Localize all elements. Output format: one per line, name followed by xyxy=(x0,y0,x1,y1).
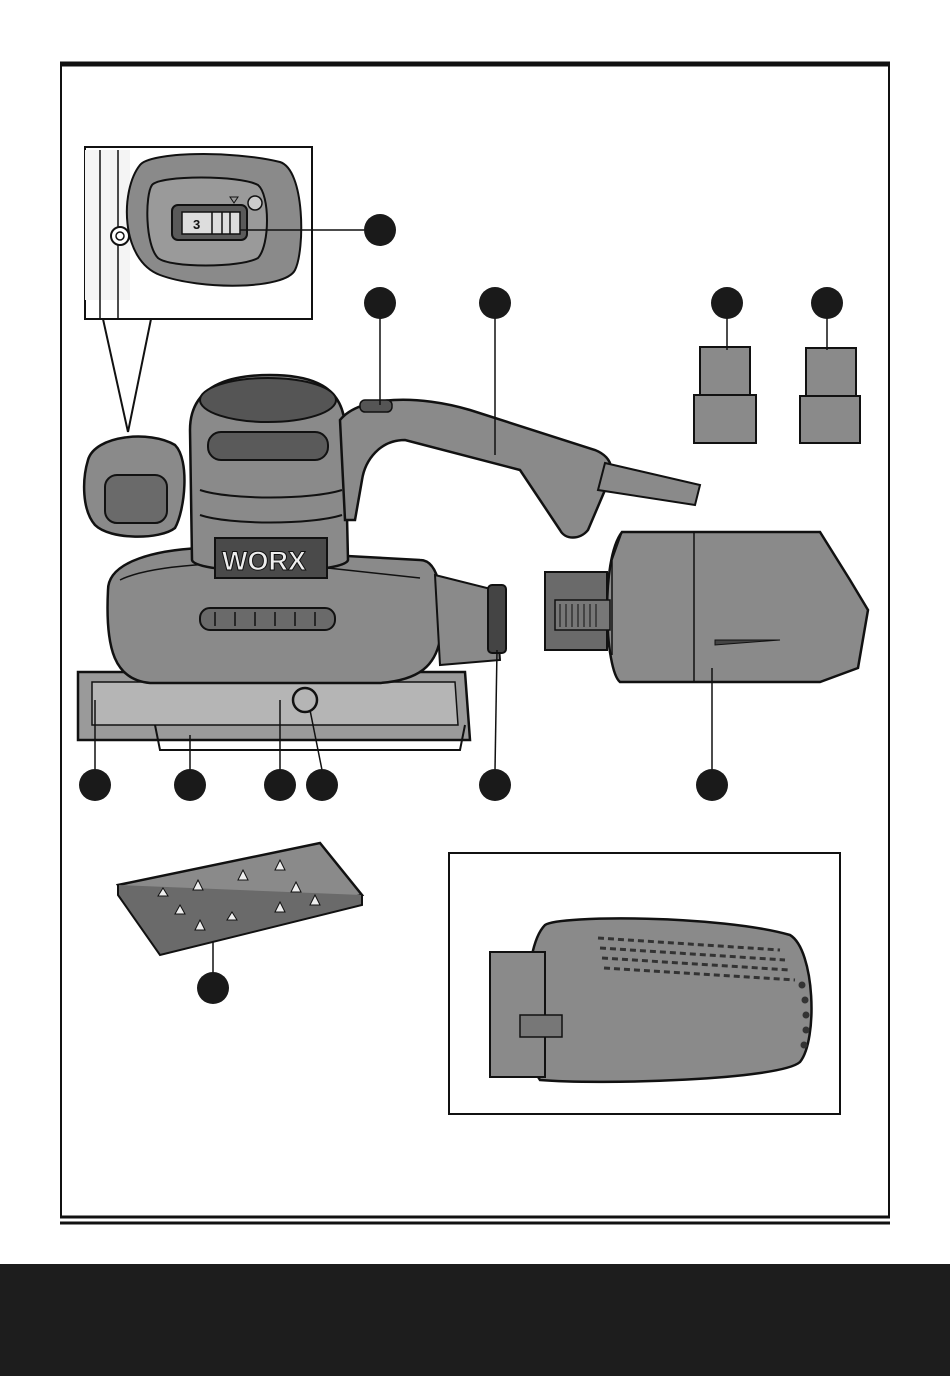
footer-band xyxy=(0,1264,950,1376)
dust-adapter-1 xyxy=(694,347,756,443)
zoom-lines xyxy=(103,319,151,432)
callout-paper-clamp-bar xyxy=(264,769,296,801)
callout-base-pad xyxy=(174,769,206,801)
speed-setting-label: 3 xyxy=(193,217,200,232)
callout-dust-port xyxy=(479,769,511,801)
dust-adapter-2 xyxy=(800,348,860,443)
callout-base-pad-corner xyxy=(79,769,111,801)
dust-box xyxy=(545,532,868,682)
callout-punch-plate xyxy=(197,972,229,1004)
callout-handle xyxy=(479,287,511,319)
callout-paper-clamp xyxy=(306,769,338,801)
speed-dial-detail: 3 xyxy=(85,147,364,319)
callout-adapter-2 xyxy=(811,287,843,319)
callout-adapter-1 xyxy=(711,287,743,319)
callout-dust-box xyxy=(696,769,728,801)
brand-logo: WORX xyxy=(222,546,306,576)
callout-on-off-switch xyxy=(364,287,396,319)
orbital-sander: WORX xyxy=(78,375,700,750)
callout-speed-dial xyxy=(364,214,396,246)
punch-plate xyxy=(118,843,362,955)
dust-box-rear-view xyxy=(449,853,840,1114)
